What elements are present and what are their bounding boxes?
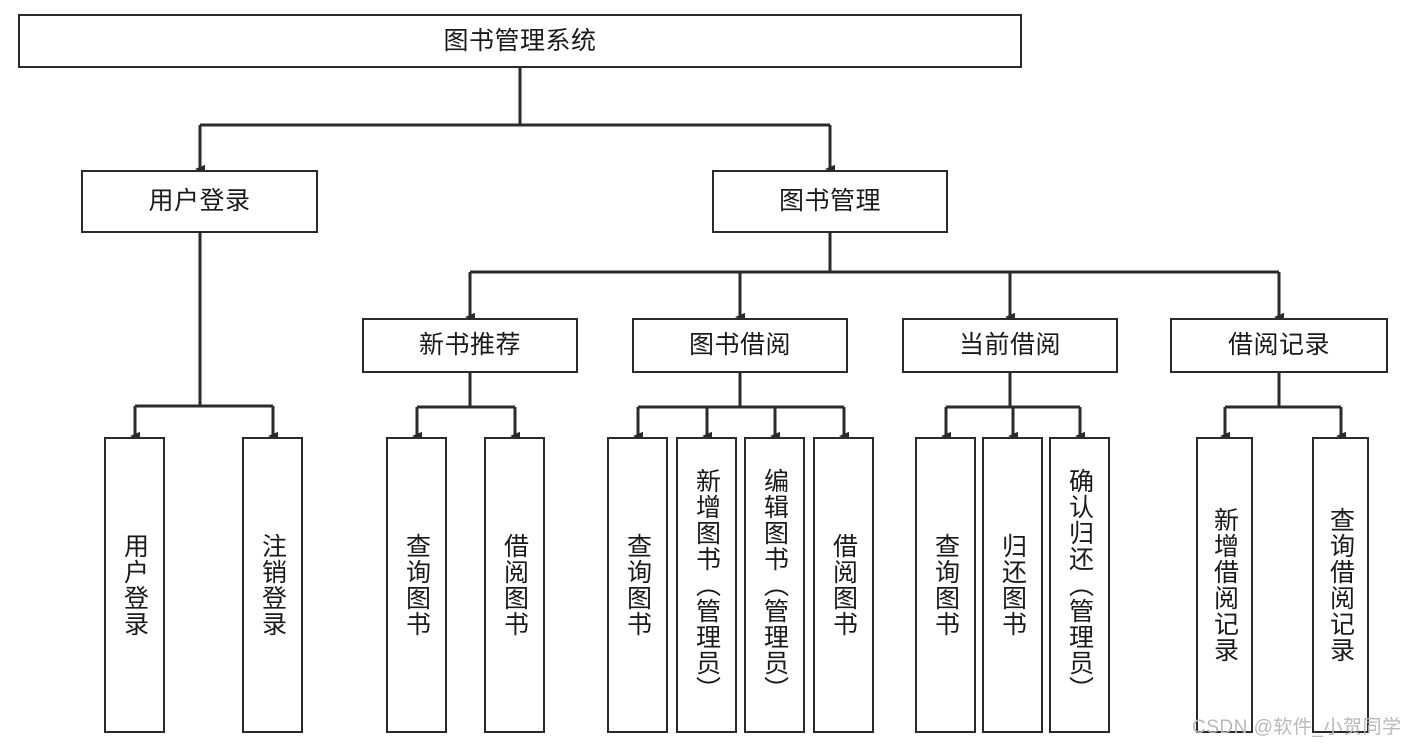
node-label: 借阅图书: [500, 533, 529, 637]
node-label: 用户登录: [148, 187, 251, 216]
node-leaf-query-book-cur: 查询图书: [915, 437, 976, 733]
node-label: 借阅记录: [1227, 331, 1330, 360]
node-label: 借阅图书: [829, 533, 858, 637]
node-label: 新增图书（管理员）: [692, 468, 721, 702]
node-leaf-user-logout: 注销登录: [242, 437, 303, 733]
node-book-borrow: 图书借阅: [632, 318, 848, 373]
node-root: 图书管理系统: [18, 14, 1022, 68]
node-leaf-confirm-return: 确认归还（管理员）: [1049, 437, 1110, 733]
node-borrow-record: 借阅记录: [1170, 318, 1388, 373]
node-label: 编辑图书（管理员）: [760, 468, 789, 702]
node-label: 新书推荐: [418, 331, 521, 360]
node-label: 图书借阅: [688, 331, 791, 360]
node-new-book-rec: 新书推荐: [362, 318, 578, 373]
node-book-manage: 图书管理: [712, 170, 948, 233]
node-label: 查询图书: [623, 533, 652, 637]
node-leaf-add-book: 新增图书（管理员）: [676, 437, 737, 733]
node-user-login: 用户登录: [81, 170, 318, 233]
node-label: 查询图书: [402, 533, 431, 637]
node-label: 图书管理系统: [443, 26, 597, 55]
node-label: 归还图书: [998, 533, 1027, 637]
node-leaf-user-login: 用户登录: [104, 437, 165, 733]
node-leaf-edit-book: 编辑图书（管理员）: [744, 437, 805, 733]
node-label: 确认归还（管理员）: [1065, 468, 1094, 702]
node-label: 注销登录: [258, 533, 287, 637]
node-leaf-borrow-book: 借阅图书: [813, 437, 874, 733]
node-leaf-borrow-book-rec: 借阅图书: [484, 437, 545, 733]
node-leaf-query-book-rec: 查询图书: [386, 437, 447, 733]
node-label: 用户登录: [120, 533, 149, 637]
node-current-borrow: 当前借阅: [902, 318, 1118, 373]
node-label: 查询借阅记录: [1326, 507, 1355, 663]
node-leaf-add-record: 新增借阅记录: [1196, 437, 1253, 733]
node-label: 新增借阅记录: [1210, 507, 1239, 663]
node-label: 图书管理: [778, 187, 881, 216]
node-label: 当前借阅: [958, 331, 1061, 360]
node-label: 查询图书: [931, 533, 960, 637]
node-leaf-query-book-borrow: 查询图书: [607, 437, 668, 733]
node-leaf-return-book: 归还图书: [982, 437, 1043, 733]
node-leaf-query-record: 查询借阅记录: [1312, 437, 1369, 733]
